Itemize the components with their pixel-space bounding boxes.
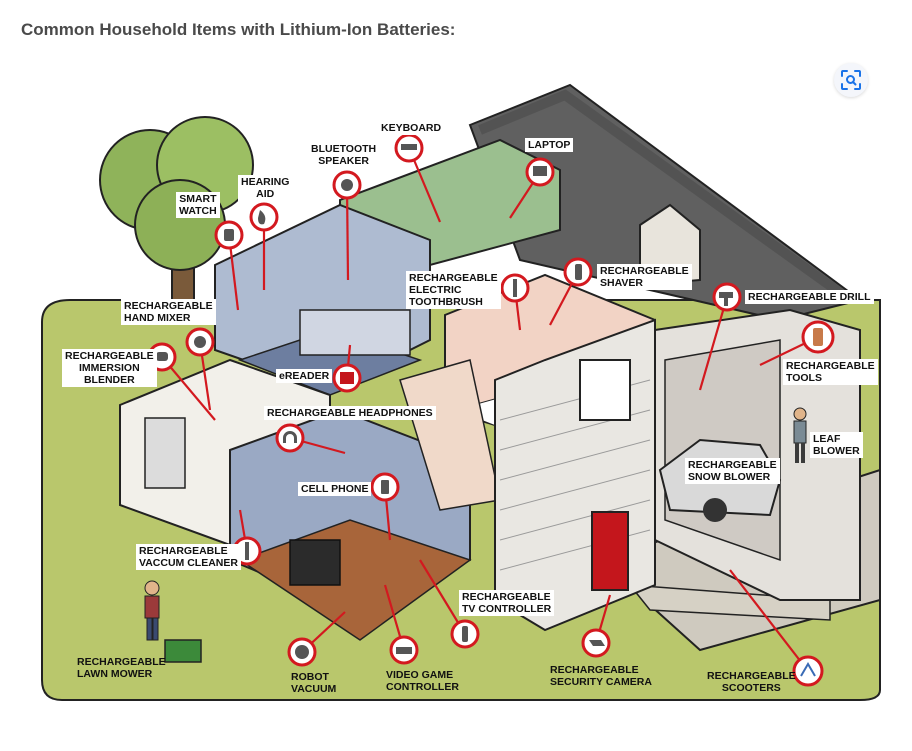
label-video-game-controller: VIDEO GAME CONTROLLER xyxy=(386,669,459,693)
label-headphones: RECHARGEABLE HEADPHONES xyxy=(264,406,436,420)
walkway xyxy=(628,584,831,621)
label-shaver: RECHARGEABLE SHAVER xyxy=(597,264,692,290)
label-bluetooth-speaker: BLUETOOTH SPEAKER xyxy=(308,142,380,168)
label-robot-vacuum: ROBOT VACUUM xyxy=(291,671,337,695)
headphones-marker xyxy=(275,423,305,453)
marker-glyphs xyxy=(156,144,823,677)
label-hearing-aid: HEARING AID xyxy=(238,175,293,201)
label-laptop: LAPTOP xyxy=(525,138,574,152)
label-snow-blower: RECHARGEABLE SNOW BLOWER xyxy=(685,458,780,484)
label-smart-watch: SMART WATCH xyxy=(176,192,220,218)
lawn-mower-person xyxy=(144,580,202,663)
front-door xyxy=(591,511,629,591)
label-tv-controller: RECHARGEABLE TV CONTROLLER xyxy=(459,590,555,616)
label-drill: RECHARGEABLE DRILL xyxy=(745,290,874,304)
page-title: Common Household Items with Lithium-Ion … xyxy=(21,20,456,39)
front-window xyxy=(579,359,631,421)
label-security-camera: RECHARGEABLE SECURITY CAMERA xyxy=(550,664,652,688)
label-lawn-mower: RECHARGEABLE LAWN MOWER xyxy=(77,656,166,680)
label-electric-toothbrush: RECHARGEABLE ELECTRIC TOOTHBRUSH xyxy=(406,271,501,309)
label-immersion-blender: RECHARGEABLE IMMERSION BLENDER xyxy=(62,349,157,387)
leader-lines xyxy=(161,147,819,672)
label-tools: RECHARGEABLE TOOLS xyxy=(783,359,878,385)
visual-search-button[interactable] xyxy=(834,63,868,97)
visual-search-icon xyxy=(841,70,861,90)
leaf-blower-person xyxy=(793,407,807,463)
label-hand-mixer: RECHARGEABLE HAND MIXER xyxy=(121,299,216,325)
label-vacuum-cleaner: RECHARGEABLE VACCUM CLEANER xyxy=(136,544,241,570)
label-leaf-blower: LEAF BLOWER xyxy=(810,432,863,458)
label-keyboard: KEYBOARD xyxy=(378,121,445,135)
label-scooters: RECHARGEABLE SCOOTERS xyxy=(707,670,796,694)
scooters-marker xyxy=(792,655,824,687)
label-cell-phone: CELL PHONE xyxy=(298,482,372,496)
label-ereader: eREADER xyxy=(276,369,333,383)
